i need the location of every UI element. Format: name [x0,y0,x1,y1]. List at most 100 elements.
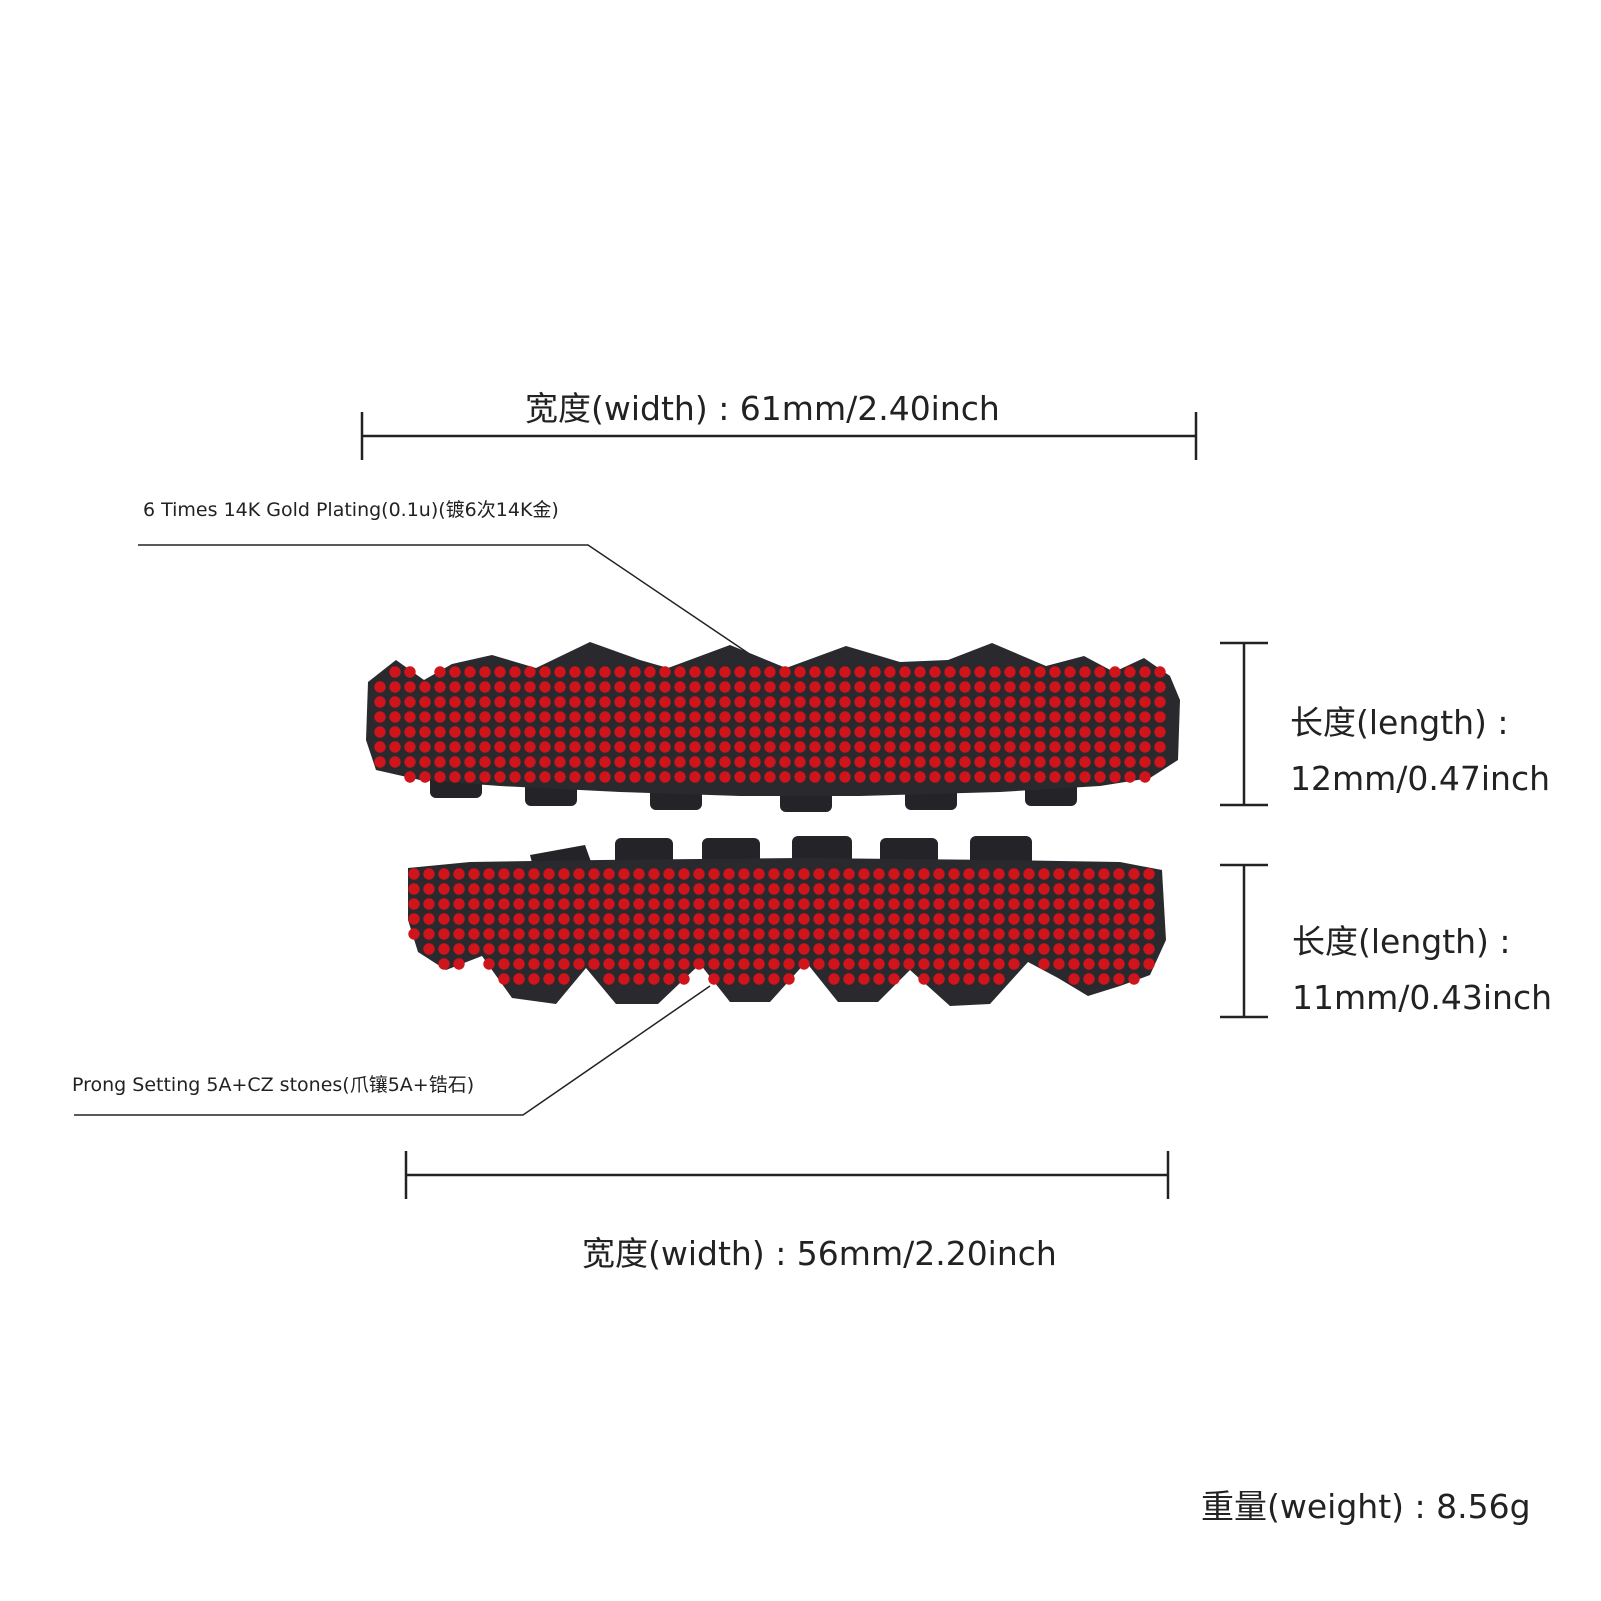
stone [993,883,1005,895]
stone [404,696,416,708]
stone [689,771,701,783]
stone [1004,696,1016,708]
stone [419,726,431,738]
stone [1064,771,1076,783]
stone [404,681,416,693]
stone [1109,726,1121,738]
stone [959,696,971,708]
stone [374,741,386,753]
stone [629,681,641,693]
stone [944,681,956,693]
stone [374,711,386,723]
stone [1113,898,1125,910]
stone [734,756,746,768]
stone [434,711,446,723]
stone [719,696,731,708]
stone [1034,696,1046,708]
stone [858,868,870,880]
stone [948,943,960,955]
stone [599,741,611,753]
stone [963,958,975,970]
stone [633,943,645,955]
stone [839,681,851,693]
stone [858,943,870,955]
stone [959,666,971,678]
stone [644,696,656,708]
stone [498,883,510,895]
stone [918,883,930,895]
stone [554,741,566,753]
stone [959,741,971,753]
stone [449,726,461,738]
stone [1034,711,1046,723]
stone [843,973,855,985]
stone [1083,883,1095,895]
stone [678,913,690,925]
stone [659,726,671,738]
stone [993,958,1005,970]
stone [1008,928,1020,940]
stone [914,711,926,723]
stone [464,726,476,738]
top-length-value: 12mm/0.47inch [1290,759,1551,798]
stone [618,913,630,925]
stone [524,666,536,678]
stone [704,726,716,738]
stone [483,958,495,970]
stone [1064,756,1076,768]
top-length-label: 长度(length) : [1290,703,1509,742]
stone [584,666,596,678]
stone [933,928,945,940]
stone [809,771,821,783]
stone [1128,913,1140,925]
stone [918,958,930,970]
stone [479,726,491,738]
stone [824,681,836,693]
stone [498,868,510,880]
stone [749,666,761,678]
stone [824,696,836,708]
stone [689,681,701,693]
stone [1064,711,1076,723]
stone [708,913,720,925]
stone [989,726,1001,738]
stone [824,756,836,768]
weight-label: 重量(weight) : 8.56g [1201,1487,1531,1526]
stone [899,681,911,693]
bottom-length-value: 11mm/0.43inch [1292,978,1553,1017]
stone [1034,756,1046,768]
stone [419,741,431,753]
stone [1139,771,1151,783]
stone [644,741,656,753]
stone [468,868,480,880]
stone [1034,771,1046,783]
stone [1124,726,1136,738]
stone [1094,696,1106,708]
stone [813,958,825,970]
stone [768,898,780,910]
stone [528,868,540,880]
stone [764,771,776,783]
stone [1143,883,1155,895]
stone [1019,681,1031,693]
stone [569,711,581,723]
stone [753,883,765,895]
stone [1008,898,1020,910]
stone [944,696,956,708]
stone [1113,973,1125,985]
stone [1128,928,1140,940]
stone [839,771,851,783]
stone [614,756,626,768]
stone [974,711,986,723]
stone [554,666,566,678]
stone [1083,973,1095,985]
stone [723,913,735,925]
stone [783,958,795,970]
stone [1109,666,1121,678]
stone [494,726,506,738]
stone [539,771,551,783]
stone [794,771,806,783]
stone [854,711,866,723]
stone [468,943,480,955]
